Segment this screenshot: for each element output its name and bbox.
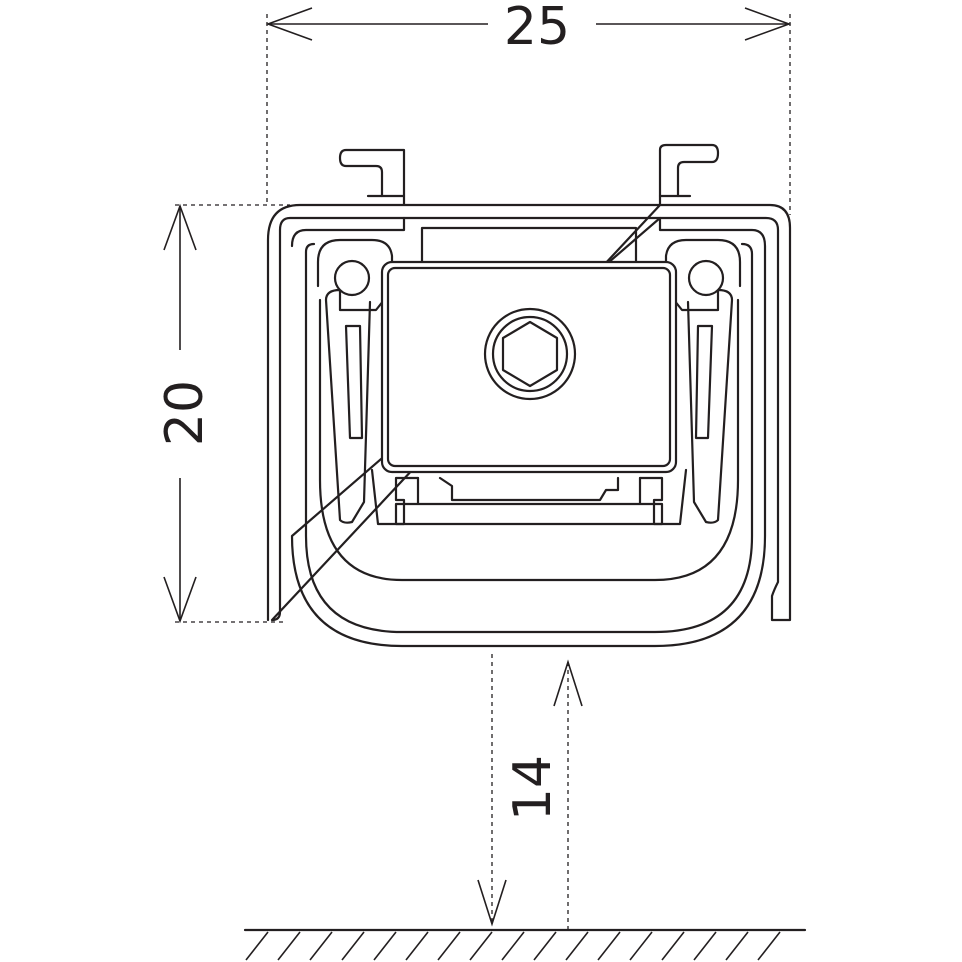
gap-arrow-down (477, 879, 507, 927)
seal-cavity (318, 298, 740, 582)
right-bead (687, 259, 725, 297)
height-value: 20 (155, 380, 215, 446)
hatch-line (565, 931, 589, 961)
slide-rail (438, 476, 620, 502)
hatch-line (629, 931, 653, 961)
right-clip-foot (638, 468, 688, 526)
width-dimension: 25 (265, 0, 792, 215)
width-value: 25 (504, 0, 570, 57)
hatch-line (309, 931, 333, 961)
seal-body-inner (304, 242, 754, 634)
hatch-line (437, 931, 461, 961)
screw-head (483, 307, 577, 401)
hatch-line (693, 931, 717, 961)
gap-dimension: 14 (477, 654, 583, 930)
left-clip-foot (370, 468, 420, 526)
right-clip-arm (664, 238, 742, 524)
hatch-line (597, 931, 621, 961)
floor (243, 928, 807, 961)
gap-value: 14 (503, 755, 563, 821)
hatch-line (405, 931, 429, 961)
hatch-line (661, 931, 685, 961)
height-arrow-top (163, 203, 197, 251)
seal-body-outer (290, 216, 767, 648)
clamp-block-inner (386, 266, 672, 468)
door-seal-profile (266, 143, 792, 648)
left-clip-inner (344, 324, 364, 440)
hatch-line (469, 931, 493, 961)
outer-housing (266, 143, 792, 622)
screw-head-ring (491, 315, 569, 393)
slide-channel (394, 476, 664, 526)
width-arrow-left (265, 7, 313, 41)
hatch-line (277, 931, 301, 961)
width-arrow-right (744, 7, 792, 41)
floor-hatching (245, 931, 781, 961)
hatch-line (341, 931, 365, 961)
hatch-line (501, 931, 525, 961)
hatch-line (245, 931, 269, 961)
left-bead (333, 259, 371, 297)
hatch-line (533, 931, 557, 961)
height-arrow-bottom (163, 576, 197, 624)
height-dimension: 20 (155, 203, 290, 624)
top-plate (420, 226, 638, 266)
hatch-line (373, 931, 397, 961)
hatch-line (725, 931, 749, 961)
hex-socket-icon (501, 320, 559, 388)
right-clip-inner (694, 324, 714, 440)
left-clip-arm (316, 238, 394, 524)
hatch-line (757, 931, 781, 961)
gap-arrow-up (553, 659, 583, 707)
